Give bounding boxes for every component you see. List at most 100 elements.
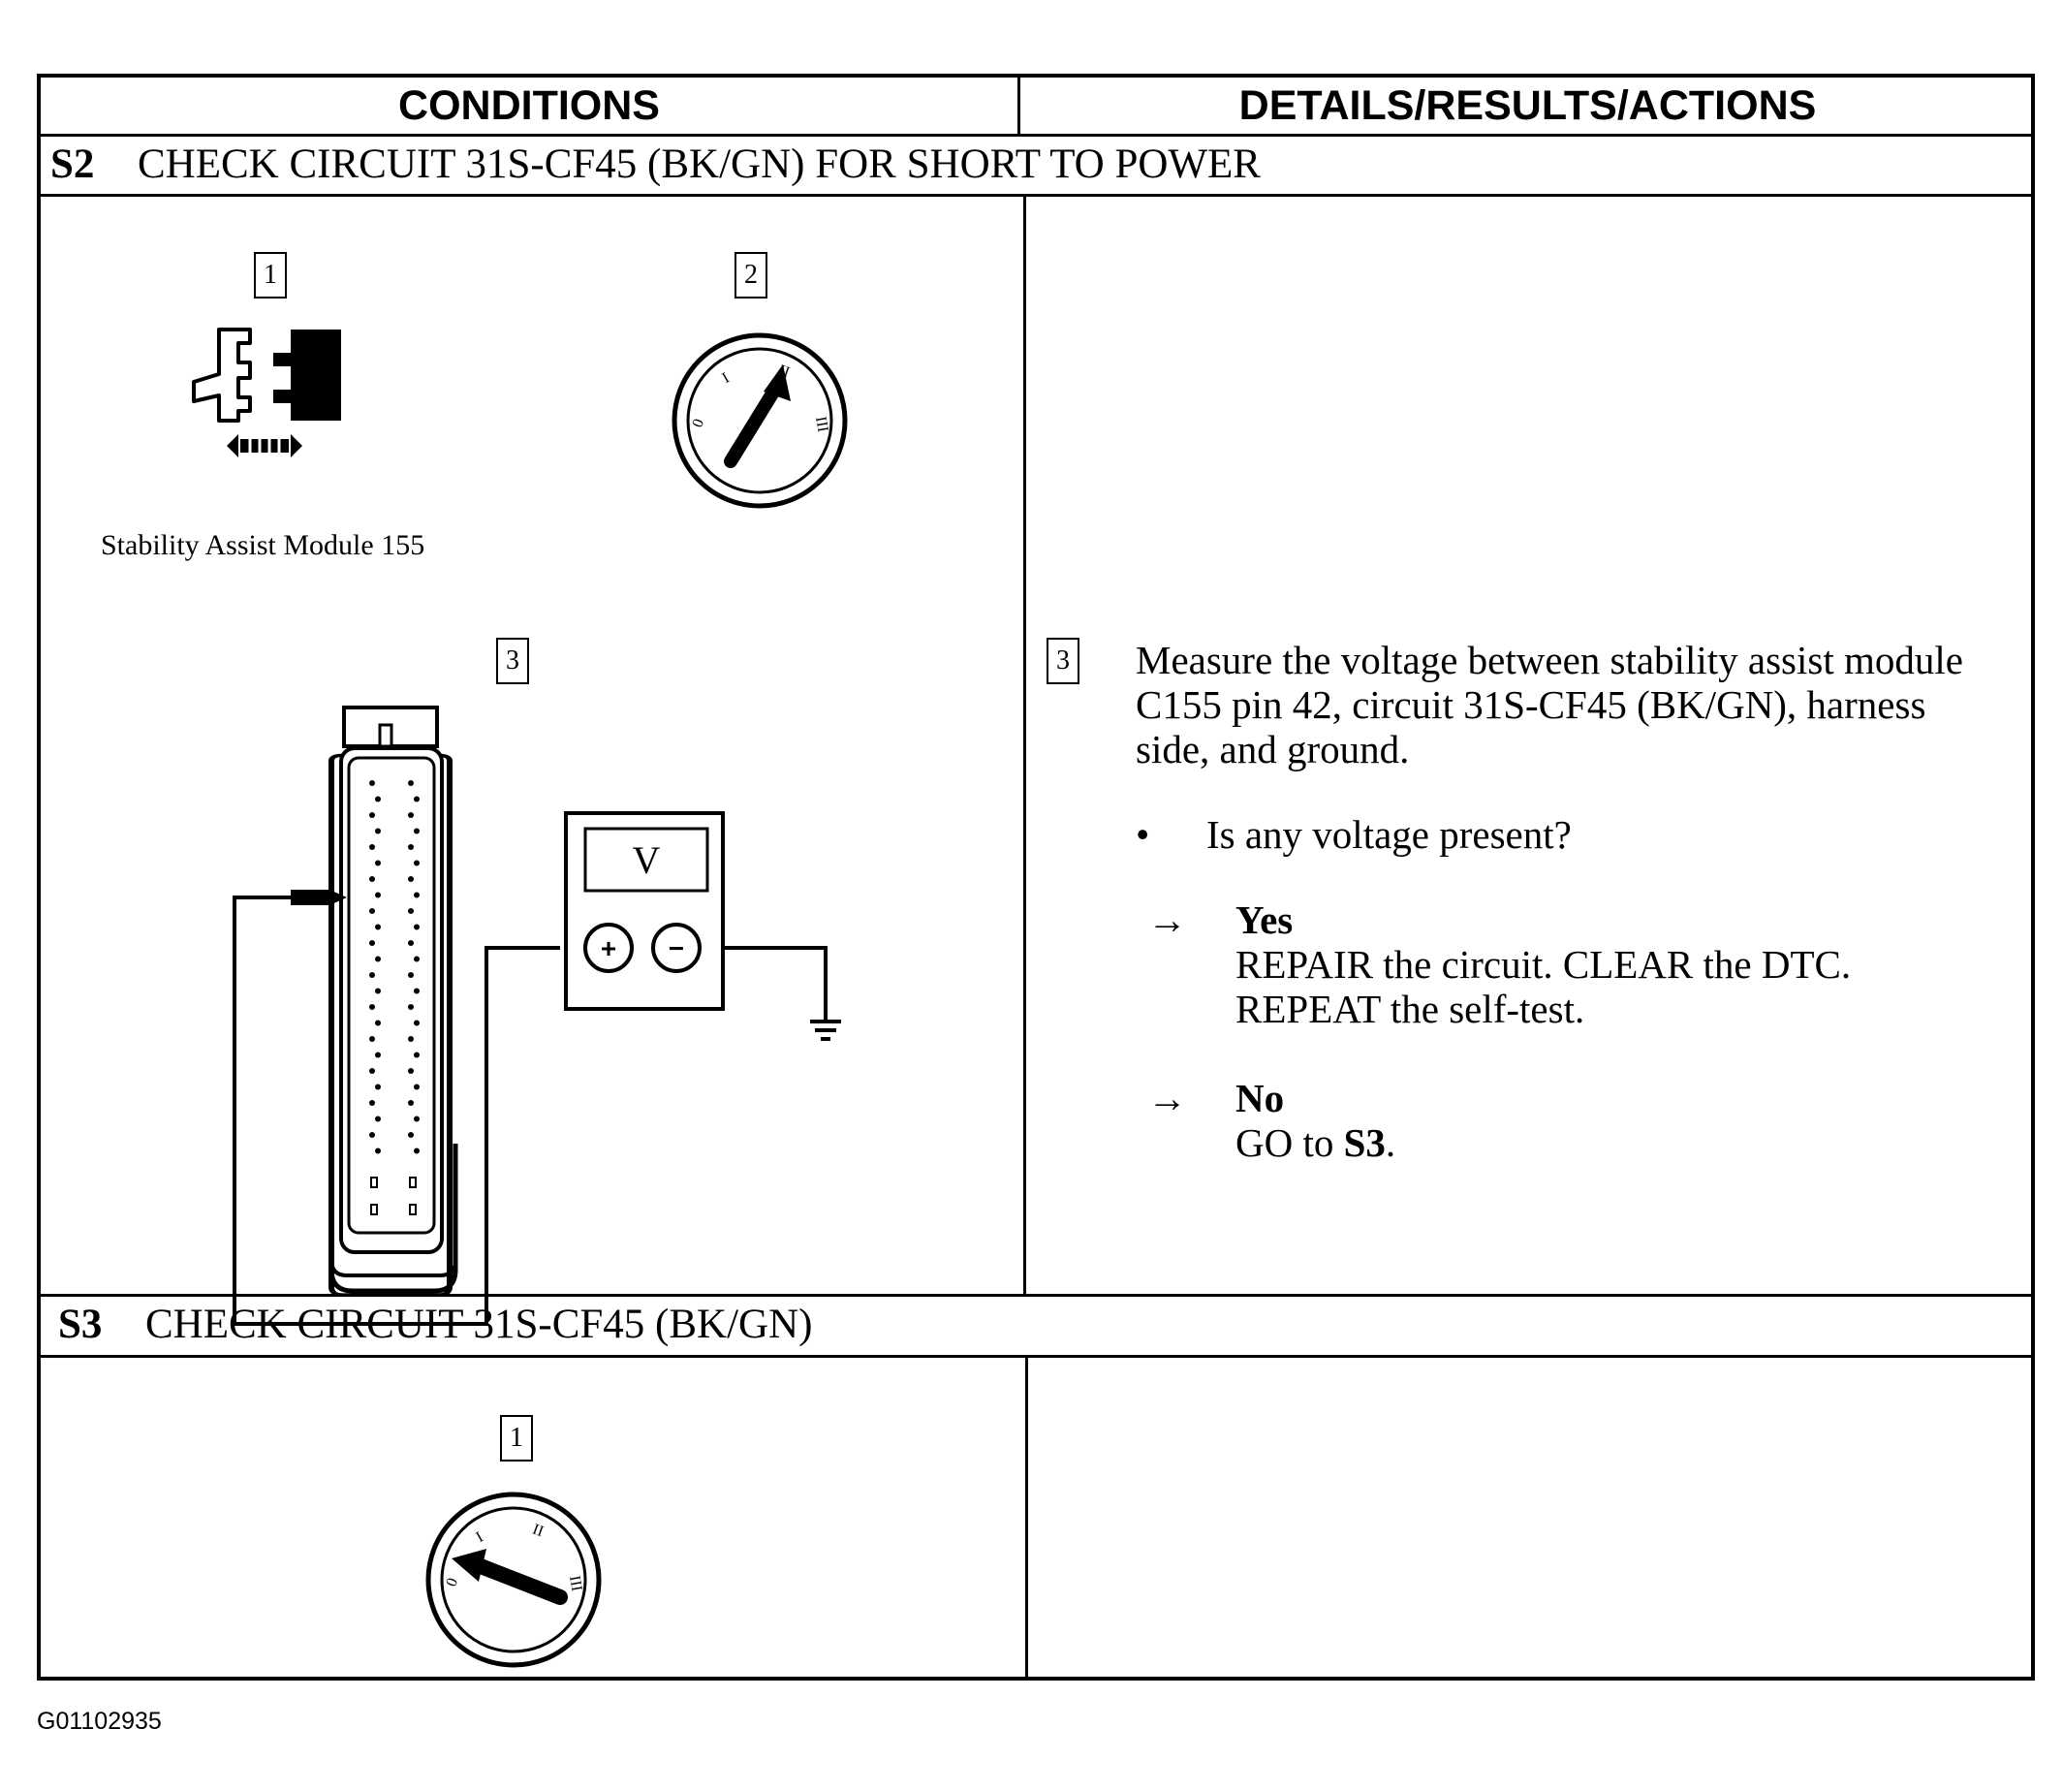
connector-pin <box>375 892 381 898</box>
result-no-action-suffix: . <box>1385 1120 1396 1165</box>
connector-pin <box>369 876 375 882</box>
connector-pin <box>375 1116 381 1122</box>
connector-pin <box>375 796 381 802</box>
connector-pin <box>414 1084 420 1090</box>
connector-pin <box>369 1132 375 1138</box>
instruction-text: Measure the voltage between stability as… <box>1136 638 1963 771</box>
connector-pin <box>375 988 381 994</box>
step-s2-title: S2 CHECK CIRCUIT 31S-CF45 (BK/GN) FOR SHO… <box>50 136 1261 194</box>
connector-pin <box>369 972 375 978</box>
ignition-switch-run-icon: 0 I II III <box>672 332 848 509</box>
connector-pin <box>409 1204 417 1215</box>
result-no: → No GO to S3. <box>1136 1076 2008 1165</box>
connector-pin <box>408 780 414 786</box>
meter-minus-terminal: − <box>669 933 684 963</box>
connector-pin <box>375 924 381 930</box>
connector-pin <box>369 1068 375 1074</box>
connector-caption: Stability Assist Module 155 <box>101 529 425 561</box>
divider <box>41 1355 2031 1358</box>
connector-pin <box>409 1177 417 1188</box>
connector-pin <box>408 876 414 882</box>
connector-pin <box>408 1004 414 1010</box>
conditions-header: CONDITIONS <box>398 82 660 129</box>
connector-pin <box>408 972 414 978</box>
connector-pin <box>375 1084 381 1090</box>
connector-pin <box>370 1204 378 1215</box>
connector-pin <box>414 1052 420 1058</box>
arrow-right-icon: → <box>1147 897 1187 942</box>
connector-pin <box>414 988 420 994</box>
step-s3-id: S3 <box>58 1302 103 1347</box>
result-yes-action-line: REPEAT the self-test. <box>1235 987 1585 1031</box>
connector-pin <box>414 828 420 834</box>
column-divider <box>1023 194 1026 1294</box>
connector-pin <box>375 1148 381 1154</box>
connector-pin <box>369 908 375 914</box>
divider <box>41 1294 2031 1297</box>
connector-pin <box>414 1020 420 1026</box>
result-yes-action-line: REPAIR the circuit. CLEAR the DTC. <box>1235 942 1852 987</box>
connector-pin <box>414 892 420 898</box>
connector-pin <box>408 1132 414 1138</box>
divider <box>41 134 2031 137</box>
question-item: • Is any voltage present? <box>1136 812 2008 857</box>
s3-callout-1: 1 <box>500 1415 533 1462</box>
arrow-right-icon: → <box>1147 1076 1187 1120</box>
column-divider <box>1017 78 1020 134</box>
connector-pin <box>375 956 381 962</box>
callout-2: 2 <box>735 252 767 299</box>
column-divider <box>1025 1355 1028 1681</box>
ignition-mark-3: III <box>812 415 831 433</box>
result-no-action: GO to S3. <box>1235 1120 2008 1165</box>
connector-pin <box>408 908 414 914</box>
figure-id: G01102935 <box>37 1708 162 1735</box>
details-header: DETAILS/RESULTS/ACTIONS <box>1238 82 1817 129</box>
step-s2-id: S2 <box>50 141 95 187</box>
ignition-mark-3: III <box>566 1574 585 1592</box>
ignition-switch-off-icon: 0 I II III <box>425 1492 602 1668</box>
connector-pin <box>375 1020 381 1026</box>
connector-pin <box>414 1148 420 1154</box>
result-yes: → Yes REPAIR the circuit. CLEAR the DTC.… <box>1136 897 2008 1031</box>
connector-pin <box>414 796 420 802</box>
callout-3: 3 <box>496 638 529 684</box>
connector-pin <box>369 1036 375 1042</box>
connector-disconnect-icon <box>192 328 341 457</box>
module-connector-diagram: V + − <box>233 706 841 1326</box>
connector-pin <box>369 1004 375 1010</box>
connector-pin <box>414 956 420 962</box>
connector-pin <box>408 844 414 850</box>
connector-pin <box>414 1116 420 1122</box>
connector-pin <box>375 1052 381 1058</box>
connector-pins <box>369 780 420 1215</box>
connector-pin <box>408 812 414 818</box>
connector-pin <box>369 1100 375 1106</box>
diagnostic-table: CONDITIONS DETAILS/RESULTS/ACTIONS S2 CHE… <box>37 74 2035 1681</box>
detail-callout-3: 3 <box>1047 638 1079 684</box>
goto-step-link[interactable]: S3 <box>1343 1120 1386 1165</box>
result-yes-answer: Yes <box>1235 897 1294 942</box>
connector-pin <box>369 812 375 818</box>
connector-pin <box>369 780 375 786</box>
meter-display: V <box>633 838 661 882</box>
connector-pin <box>408 940 414 946</box>
connector-pin <box>408 1036 414 1042</box>
connector-pin <box>375 828 381 834</box>
connector-pin <box>369 844 375 850</box>
callout-1: 1 <box>254 252 287 299</box>
detail-text: Measure the voltage between stability as… <box>1136 638 2008 1165</box>
result-no-answer: No <box>1235 1076 1285 1120</box>
connector-pin <box>408 1100 414 1106</box>
result-no-action-prefix: GO to <box>1235 1120 1344 1165</box>
question-text: Is any voltage present? <box>1206 812 1572 857</box>
connector-pin <box>414 860 420 866</box>
connector-pin <box>369 940 375 946</box>
connector-pin <box>370 1177 378 1188</box>
step-s2-text: CHECK CIRCUIT 31S-CF45 (BK/GN) FOR SHORT… <box>138 141 1261 187</box>
meter-plus-terminal: + <box>601 933 616 963</box>
divider <box>41 194 2031 197</box>
connector-pin <box>375 860 381 866</box>
connector-pin <box>408 1068 414 1074</box>
bullet-icon: • <box>1136 812 1150 857</box>
connector-pin <box>414 924 420 930</box>
